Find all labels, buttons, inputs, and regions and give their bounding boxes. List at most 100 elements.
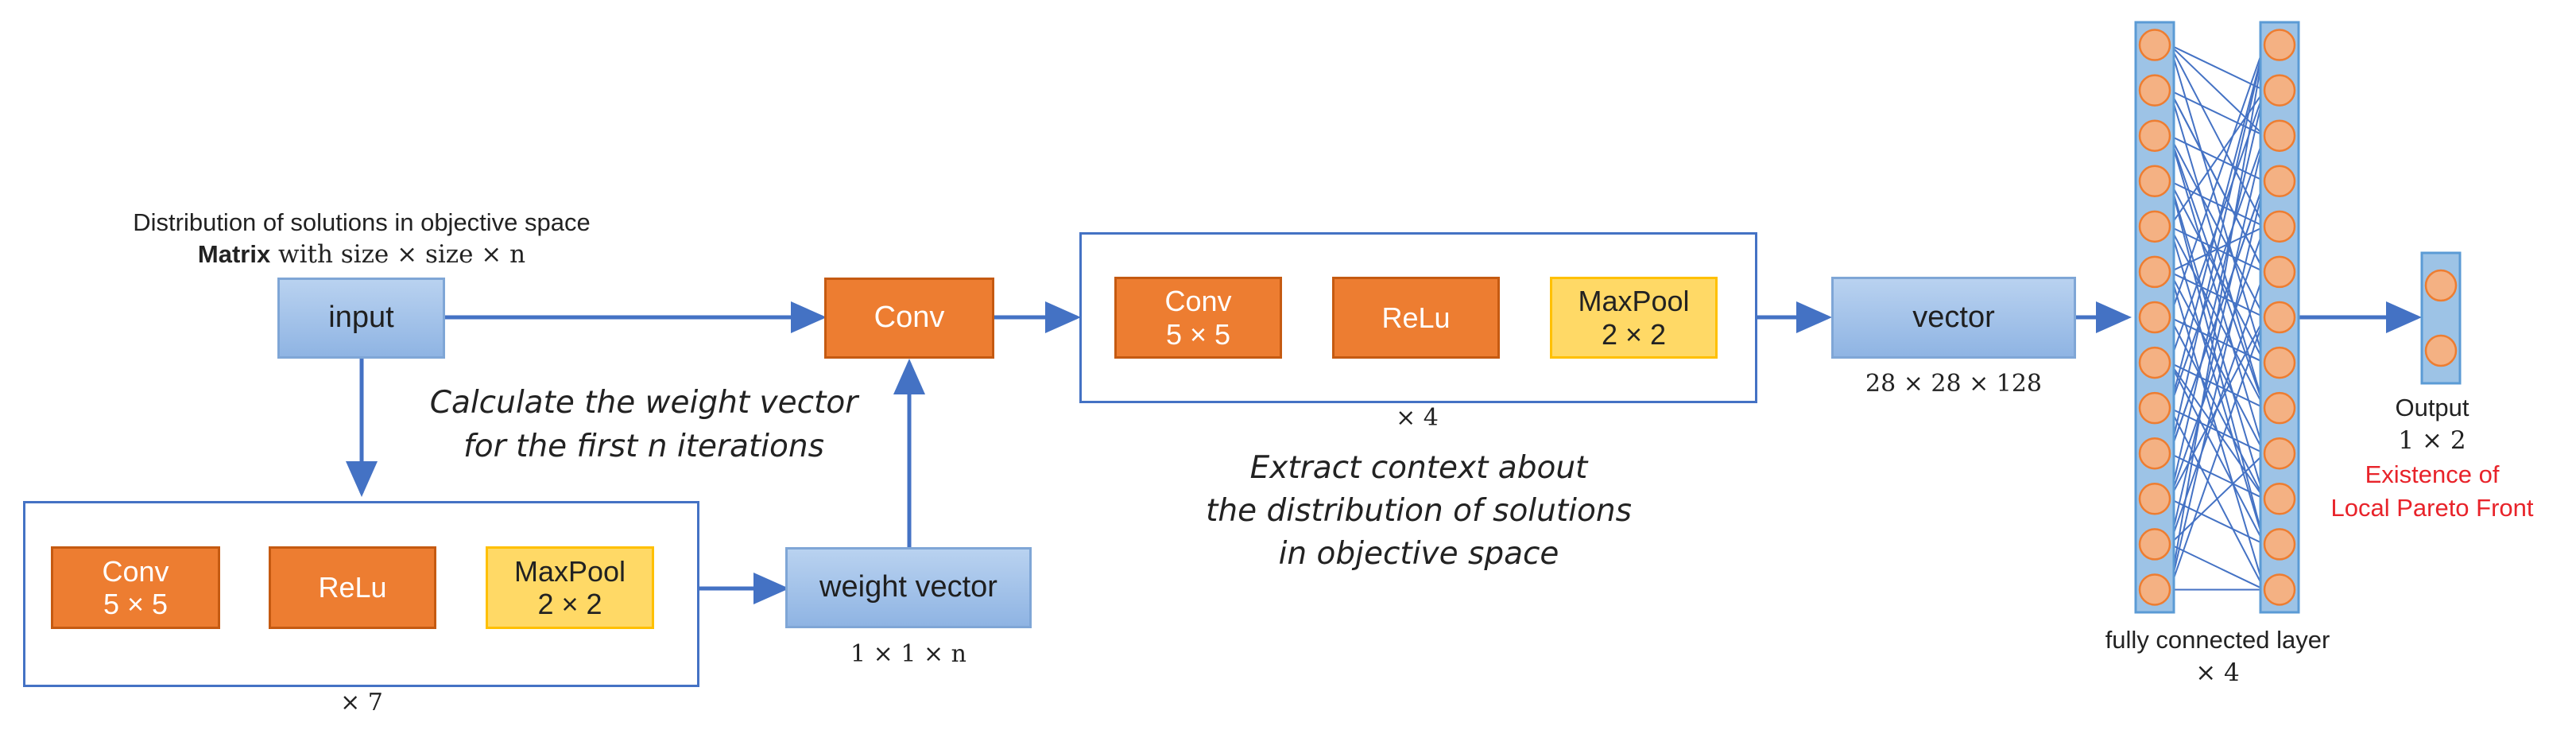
weight-maxpool-label: MaxPool	[513, 554, 626, 588]
fc-connection	[2169, 543, 2265, 591]
fc-connection	[2169, 135, 2265, 545]
weight-branch-frame	[23, 501, 699, 687]
fc-repeat: × 4	[2195, 658, 2240, 687]
fc-connection	[2169, 452, 2265, 500]
vector-box: vector	[1831, 277, 2076, 359]
fc-neuron	[2263, 119, 2296, 152]
fc-neuron	[2263, 437, 2296, 470]
fc-neuron	[2263, 255, 2296, 289]
context-relu-label: ReLu	[1381, 301, 1451, 334]
weight-vector-box: weight vector	[785, 547, 1032, 628]
weight-relu-block: ReLu	[269, 546, 436, 629]
fc-neuron	[2263, 301, 2296, 334]
fc-neuron	[2138, 528, 2171, 561]
fc-neurons	[2138, 29, 2296, 606]
fc-neuron	[2263, 29, 2296, 61]
fc-connection	[2169, 45, 2265, 318]
fc-connection	[2169, 44, 2265, 91]
output-dims: 1 × 2	[2398, 425, 2466, 455]
weight-conv-block: Conv 5 × 5	[51, 546, 220, 629]
fc-neuron	[2263, 346, 2296, 379]
input-caption-bold: Matrix	[197, 240, 271, 268]
fc-connection	[2169, 452, 2265, 546]
context-note: Extract context about the distribution o…	[1168, 447, 1669, 575]
fc-neuron	[2138, 483, 2171, 515]
weight-vector-label: weight vector	[819, 570, 997, 604]
fc-neuron	[2138, 210, 2171, 243]
context-maxpool-block: MaxPool 2 × 2	[1550, 277, 1718, 359]
fc-neuron	[2138, 74, 2171, 107]
output-neuron	[2424, 269, 2458, 302]
context-maxpool-kernel: 2 × 2	[1601, 317, 1667, 351]
weight-branch-repeat: × 7	[340, 689, 383, 717]
output-label-group: Output 1 × 2 Existence of Local Pareto F…	[2297, 391, 2567, 524]
input-caption-line2: Matrix with size × size × n	[103, 240, 620, 269]
fc-neuron	[2263, 74, 2296, 107]
output-neuron	[2424, 334, 2458, 367]
output-neurons	[2420, 251, 2462, 385]
fc-neuron	[2138, 437, 2171, 470]
fc-label: fully connected layer × 4	[2067, 623, 2369, 690]
fc-neuron	[2138, 391, 2171, 425]
weight-note: Calculate the weight vector for the firs…	[413, 382, 874, 468]
context-branch-frame	[1079, 232, 1757, 403]
fc-connection	[2169, 89, 2265, 137]
output-meaning-line1: Existence of	[2365, 460, 2500, 488]
input-box: input	[277, 278, 445, 359]
weight-note-line1: Calculate the weight vector	[429, 385, 858, 421]
fc-connection	[2169, 498, 2265, 546]
fc-connection	[2169, 226, 2265, 499]
context-branch-repeat: × 4	[1396, 404, 1439, 432]
fc-neuron	[2263, 528, 2296, 561]
context-conv-kernel: 5 × 5	[1165, 317, 1231, 351]
conv-label: Conv	[874, 301, 945, 335]
weight-vector-dims: 1 × 1 × n	[850, 640, 966, 668]
context-note-line3: in objective space	[1278, 535, 1559, 572]
conv-box: Conv	[824, 278, 994, 359]
context-conv-label: Conv	[1164, 285, 1232, 318]
context-maxpool-label: MaxPool	[1578, 285, 1690, 318]
fc-connection	[2169, 135, 2265, 409]
fc-neuron	[2138, 573, 2171, 606]
context-relu-block: ReLu	[1332, 277, 1500, 359]
input-caption-rest: with size × size × n	[270, 240, 526, 269]
vector-dims: 28 × 28 × 128	[1865, 370, 2043, 398]
fc-neuron	[2138, 29, 2171, 61]
weight-conv-label: Conv	[102, 554, 169, 588]
fc-neuron	[2138, 165, 2171, 198]
input-label: input	[328, 301, 394, 335]
weight-note-line2: for the first n iterations	[463, 428, 824, 464]
context-note-line2: the distribution of solutions	[1206, 492, 1632, 529]
fc-neuron	[2263, 210, 2296, 243]
fc-connection	[2169, 45, 2265, 227]
fc-neuron	[2138, 301, 2171, 334]
weight-conv-kernel: 5 × 5	[103, 588, 169, 620]
fc-label-text: fully connected layer	[2105, 626, 2330, 654]
context-note-line1: Extract context about	[1249, 450, 1588, 486]
fc-connections	[2169, 44, 2265, 591]
fc-connection	[2169, 180, 2265, 227]
fc-neuron	[2138, 119, 2171, 152]
fc-connection	[2169, 317, 2265, 590]
fc-neuron	[2138, 346, 2171, 379]
fc-neuron	[2263, 391, 2296, 425]
weight-maxpool-block: MaxPool 2 × 2	[486, 546, 654, 629]
fc-connection	[2169, 181, 2265, 590]
fc-neuron	[2263, 483, 2296, 515]
output-meaning-line2: Local Pareto Front	[2330, 493, 2534, 522]
fc-neuron	[2138, 255, 2171, 289]
fc-connection	[2169, 45, 2265, 590]
fc-connection	[2169, 44, 2265, 137]
fc-connection	[2169, 45, 2265, 409]
weight-maxpool-kernel: 2 × 2	[537, 588, 602, 620]
fc-connection	[2169, 45, 2265, 454]
vector-label: vector	[1912, 300, 1995, 334]
fc-neuron	[2263, 573, 2296, 606]
fc-neuron	[2263, 165, 2296, 198]
input-caption-line1: Distribution of solutions in objective s…	[133, 208, 591, 236]
weight-relu-label: ReLu	[318, 571, 387, 604]
fc-connection	[2169, 90, 2265, 499]
context-conv-block: Conv 5 × 5	[1114, 277, 1282, 359]
fc-connection	[2169, 407, 2265, 455]
